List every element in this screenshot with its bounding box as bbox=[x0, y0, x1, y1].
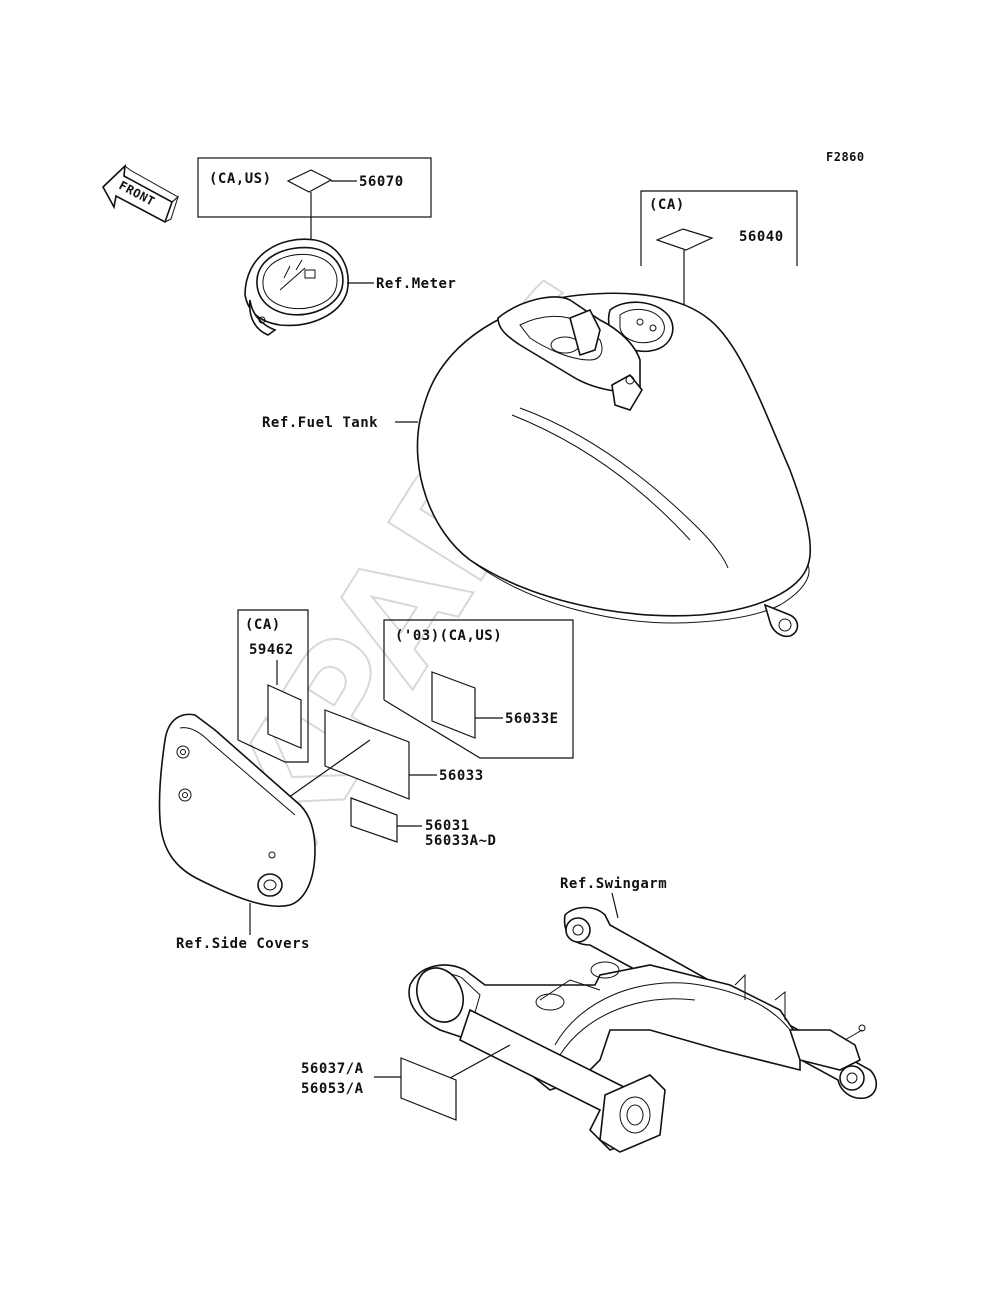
swingarm-illustration: Ref.Swingarm bbox=[408, 876, 878, 1153]
decal-56037 bbox=[400, 1057, 457, 1121]
year-decal-group: ('03)(CA,US) 56033E bbox=[383, 619, 574, 759]
decal-56037-group: 56037/A 56053/A bbox=[301, 1044, 511, 1121]
decal-56031 bbox=[350, 797, 398, 843]
decal-56031-group: 56031 56033A~D bbox=[350, 797, 496, 849]
part-59462: 59462 bbox=[249, 642, 294, 658]
decal-56040 bbox=[655, 228, 714, 251]
meter-box-region: (CA,US) bbox=[209, 171, 272, 187]
meter-decal-group: (CA,US) 56070 bbox=[197, 157, 432, 268]
front-arrow-icon: FRONT bbox=[102, 163, 179, 224]
ref-meter: Ref.Meter bbox=[376, 276, 456, 292]
part-56037: 56037/A bbox=[301, 1061, 364, 1077]
part-56053: 56053/A bbox=[301, 1081, 364, 1097]
decal-56033 bbox=[324, 709, 410, 800]
part-56033E: 56033E bbox=[505, 711, 559, 727]
part-56033: 56033 bbox=[439, 768, 484, 784]
side-cover-illustration: Ref.Side Covers bbox=[158, 713, 316, 952]
decal-56033E bbox=[431, 671, 476, 739]
part-56040: 56040 bbox=[739, 229, 784, 245]
figure-code: F2860 bbox=[826, 150, 865, 164]
ref-fuel-tank: Ref.Fuel Tank bbox=[262, 415, 378, 431]
side-box bbox=[237, 609, 309, 763]
decal-56070 bbox=[286, 169, 333, 193]
side-box-region: (CA) bbox=[245, 617, 281, 633]
ref-side-covers: Ref.Side Covers bbox=[176, 936, 310, 952]
meter-illustration: Ref.Meter bbox=[244, 238, 456, 336]
year-box-region: ('03)(CA,US) bbox=[395, 628, 502, 644]
side-decal-group: (CA) 59462 bbox=[237, 609, 309, 763]
decal-59462 bbox=[267, 684, 302, 749]
decal-56033-group: 56033 bbox=[284, 709, 484, 801]
part-56031: 56031 bbox=[425, 818, 470, 834]
part-56070: 56070 bbox=[359, 174, 404, 190]
ref-swingarm: Ref.Swingarm bbox=[560, 876, 667, 892]
tank-box bbox=[640, 190, 798, 266]
fuel-tank-illustration: Ref.Fuel Tank bbox=[262, 292, 812, 638]
tank-box-region: (CA) bbox=[649, 197, 685, 213]
part-56033AD: 56033A~D bbox=[425, 833, 496, 849]
year-box bbox=[383, 619, 574, 759]
meter-box bbox=[197, 157, 432, 218]
